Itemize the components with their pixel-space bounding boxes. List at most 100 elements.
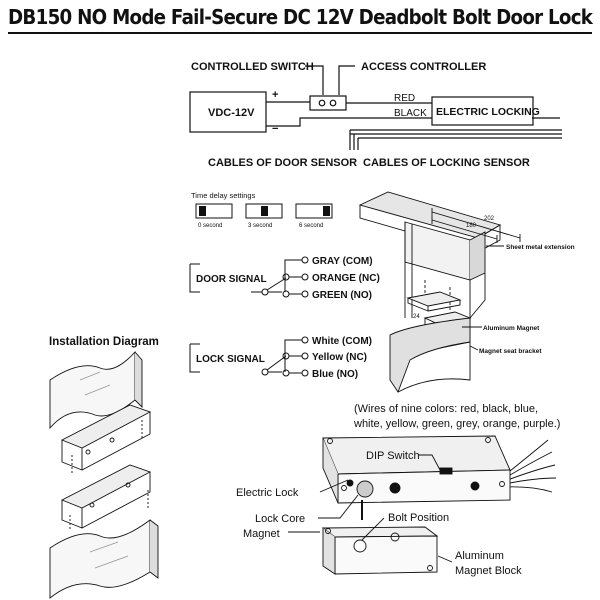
red-wire-label: RED xyxy=(394,93,415,104)
upper-glass-reflection xyxy=(79,371,111,396)
white-com-label: White (COM) xyxy=(312,336,372,347)
minus-sign: − xyxy=(272,123,278,135)
dip-switch-label: DIP Switch xyxy=(366,450,420,462)
lock-core-dot-2 xyxy=(470,481,480,491)
lock-body-side xyxy=(469,231,486,281)
bolt-position-callout xyxy=(361,517,385,541)
dip-switch-6-second: 6 second xyxy=(295,203,333,229)
dip-frame xyxy=(295,203,333,219)
lock-signal-com-line xyxy=(284,339,302,372)
dip-toggle xyxy=(323,206,330,216)
frame-edge-left xyxy=(404,222,413,318)
switch-contact-left xyxy=(318,99,326,107)
plus-sign: + xyxy=(272,89,278,101)
door-leaf-front xyxy=(397,342,471,393)
lock-detail-drawing xyxy=(288,435,557,575)
yellow-terminal xyxy=(301,352,309,360)
door-signal-switch-contact xyxy=(282,273,290,281)
door-signal-no-contact xyxy=(282,290,290,298)
installation-drawing xyxy=(49,350,159,599)
lock-screw-4 xyxy=(499,481,505,487)
dip-switch xyxy=(439,467,453,475)
orange-terminal xyxy=(301,273,309,281)
door-signal-block: DOOR SIGNAL GRAY (COM) ORANGE (NC) GREEN… xyxy=(189,256,380,301)
blue-terminal xyxy=(301,369,309,377)
magnet-block-label: Magnet Block xyxy=(455,565,522,577)
lock-signal-switch-arm xyxy=(266,355,287,371)
yellow-nc-label: Yellow (NC) xyxy=(312,352,367,363)
white-terminal xyxy=(301,336,309,344)
aluminum-label: Aluminum xyxy=(455,550,504,562)
frame-edge-back xyxy=(469,273,486,319)
upper-clamp-screw-1 xyxy=(85,449,91,455)
wire-bundle xyxy=(504,439,557,493)
electric-locking-box xyxy=(431,96,534,126)
dim-ticks xyxy=(431,208,521,243)
lower-glass-door xyxy=(49,519,151,599)
upper-clamp-sides xyxy=(61,412,151,471)
bolt-position-hole xyxy=(353,539,367,553)
cables-door-sensor-label: CABLES OF DOOR SENSOR xyxy=(208,157,357,169)
dim-line-202 xyxy=(431,211,521,239)
aluminum-magnet-label: Aluminum Magnet xyxy=(483,325,540,332)
dim-202-label: 202 xyxy=(484,216,495,222)
green-terminal xyxy=(301,290,309,298)
upper-clamp-screw-2 xyxy=(109,437,115,443)
lower-clamp-screw-2 xyxy=(125,482,131,488)
aluminum-block-callout xyxy=(437,555,453,563)
magnet-top xyxy=(406,291,462,307)
wires-note-line-1: (Wires of nine colors: red, black, blue, xyxy=(354,403,538,415)
switch-contact-right xyxy=(329,99,337,107)
lock-core-label: Lock Core xyxy=(255,513,305,525)
time-delay-title: Time delay settings xyxy=(191,191,256,200)
gray-com-label: GRAY (COM) xyxy=(312,256,373,267)
dip-switch-3-second: 3 second xyxy=(245,203,283,229)
dip-frame xyxy=(195,203,233,219)
magnet-block-side xyxy=(322,528,336,575)
dim-24-label: 24 xyxy=(413,314,420,320)
lower-clamp-top xyxy=(60,464,152,509)
title-underline xyxy=(8,32,592,34)
dim-180-label: 180 xyxy=(466,223,477,229)
door-signal-label: DOOR SIGNAL xyxy=(196,274,267,285)
lower-glass-reflection xyxy=(89,541,129,569)
upper-glass-edge xyxy=(134,351,143,409)
magnet-block-top xyxy=(321,526,439,538)
magnet-sides xyxy=(407,298,461,312)
power-supply-box xyxy=(189,91,267,133)
controlled-switch-label: CONTROLLED SWITCH xyxy=(191,61,314,73)
magnet-label: Magnet xyxy=(243,528,280,540)
controller-callout-line xyxy=(338,65,355,95)
dip-toggle xyxy=(199,206,206,216)
upper-clamp-guides xyxy=(71,420,143,475)
magnet-seat-callout xyxy=(469,345,479,351)
sheet-metal-label: Sheet metal extension xyxy=(506,244,575,251)
bolt-position-label: Bolt Position xyxy=(388,512,449,524)
wiring-diagram: CONTROLLED SWITCH ACCESS CONTROLLER VDC-… xyxy=(189,61,562,169)
magnet-seat-label: Magnet seat bracket xyxy=(479,348,542,355)
time-delay-settings: Time delay settings 0 second 3 second 6 … xyxy=(191,191,333,229)
lock-signal-no-contact xyxy=(282,369,290,377)
lock-core-callout xyxy=(318,494,359,519)
electric-locking-label: ELECTRIC LOCKING xyxy=(436,106,540,118)
cables-locking-sensor-label: CABLES OF LOCKING SENSOR xyxy=(363,157,530,169)
orange-nc-label: ORANGE (NC) xyxy=(312,273,380,284)
gray-terminal xyxy=(301,256,309,264)
dip-switch-callout xyxy=(418,454,441,471)
magnet-block-hole-1 xyxy=(390,532,400,542)
wires-note-line-2: white, yellow, green, grey, orange, purp… xyxy=(353,418,560,430)
lock-signal-block: LOCK SIGNAL White (COM) Yellow (NC) Blue… xyxy=(189,336,372,380)
access-controller-label: ACCESS CONTROLLER xyxy=(361,61,486,73)
mounting-drawing: 202 180 Sheet metal extension 24 Aluminu… xyxy=(358,191,575,393)
dip-toggle xyxy=(261,206,268,216)
lock-body-side xyxy=(322,438,339,504)
blue-no-label: Blue (NO) xyxy=(312,369,358,380)
lower-glass-edge xyxy=(149,519,159,579)
magnet-block-front xyxy=(334,535,438,575)
electric-lock-callout xyxy=(319,479,349,493)
lock-screw-1 xyxy=(327,438,333,444)
dip-label: 6 second xyxy=(299,223,323,229)
power-supply-label: VDC-12V xyxy=(208,107,255,119)
